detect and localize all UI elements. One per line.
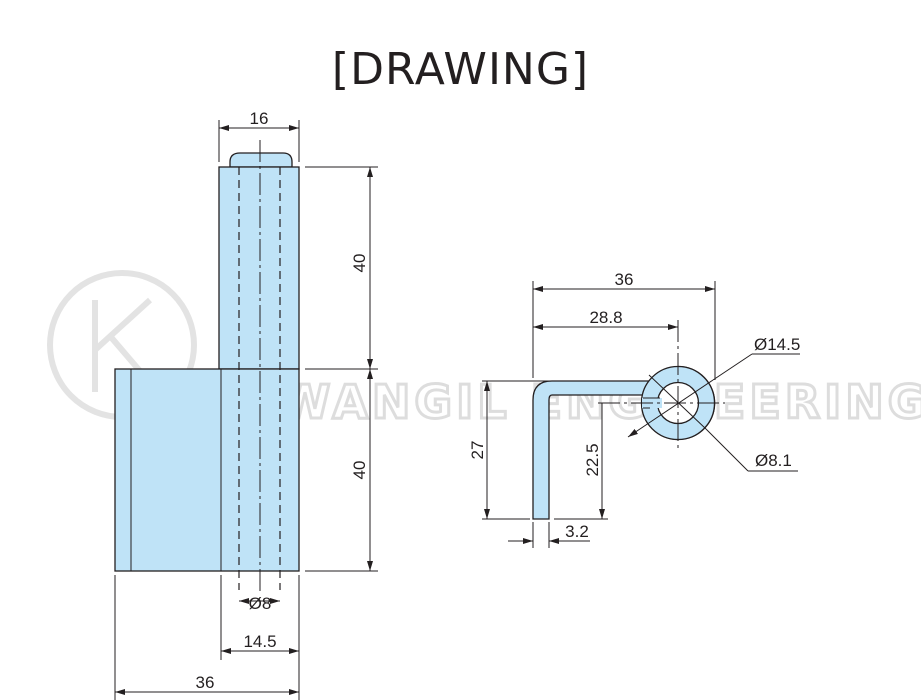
dim-bore-diameter: Ø8: [249, 594, 272, 613]
dim-pin-width: 16: [250, 109, 269, 128]
dim-side-height: 27: [468, 441, 487, 460]
dim-outer-diameter: Ø14.5: [754, 335, 800, 354]
drawing-title: [DRAWING]: [331, 44, 590, 95]
dim-pin-height: 40: [350, 254, 369, 273]
dim-center-offset: 28.8: [589, 308, 622, 327]
dim-thickness: 3.2: [565, 522, 589, 541]
dim-side-total-width: 36: [615, 270, 634, 289]
front-view: 16 40 40 Ø8 14.5 36: [114, 109, 378, 700]
dim-inner-diameter: Ø8.1: [755, 451, 792, 470]
dim-bore-width: 14.5: [243, 632, 276, 651]
dim-total-width: 36: [196, 673, 215, 692]
dim-center-height: 22.5: [583, 443, 602, 476]
dim-body-height: 40: [350, 461, 369, 480]
side-view: 36 28.8 Ø14.5 Ø8.1 27 22.5 3.2: [468, 270, 800, 548]
